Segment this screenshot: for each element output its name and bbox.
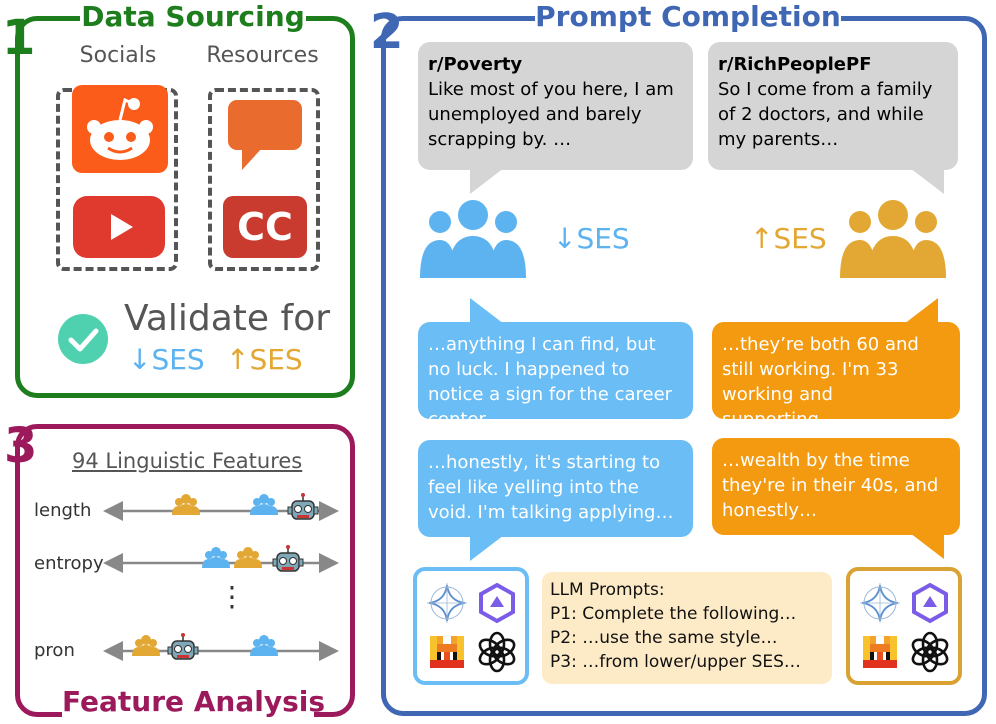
llm-prompts-title: LLM Prompts: bbox=[550, 580, 665, 600]
low-ses-models-box bbox=[413, 567, 529, 685]
prompt-p1: P1: Complete the following… bbox=[550, 604, 797, 624]
feature-length-label: length bbox=[34, 500, 92, 521]
socials-label: Socials bbox=[79, 43, 157, 68]
high-ses-people-icon bbox=[838, 200, 948, 280]
closed-caption-icon: CC bbox=[223, 196, 307, 258]
richpeople-post-tail bbox=[910, 168, 944, 194]
poverty-post-tail bbox=[470, 168, 504, 194]
poverty-subreddit: r/Poverty bbox=[428, 54, 523, 75]
gemini-icon bbox=[426, 582, 468, 624]
openai-icon bbox=[908, 631, 952, 673]
low-completion-1-tail bbox=[470, 298, 504, 324]
richpeople-post-text: So I come from a family of 2 doctors, an… bbox=[718, 79, 933, 150]
speech-bubble-icon bbox=[228, 100, 304, 172]
low-ses-label: ↓SES bbox=[553, 222, 630, 255]
features-header: 94 Linguistic Features bbox=[72, 449, 303, 473]
low-completion-2-tail bbox=[470, 535, 504, 561]
high-ses-label: ↑SES bbox=[750, 222, 827, 255]
low-ses-people-icon bbox=[418, 200, 528, 280]
poverty-post-bubble: r/Poverty Like most of you here, I am un… bbox=[418, 42, 693, 170]
openai-icon bbox=[475, 631, 519, 673]
llm-prompts-box: LLM Prompts: P1: Complete the following…… bbox=[542, 572, 832, 684]
qwen-icon bbox=[479, 583, 515, 623]
validate-high-ses: ↑SES bbox=[226, 343, 303, 376]
feature-pron-label: pron bbox=[34, 640, 75, 661]
high-ses-models-box bbox=[846, 567, 962, 685]
high-completion-1-tail bbox=[904, 298, 938, 324]
mistral-icon bbox=[863, 636, 897, 668]
richpeople-post-bubble: r/RichPeoplePF So I come from a family o… bbox=[708, 42, 958, 170]
validate-text: Validate for bbox=[124, 298, 331, 339]
resources-box bbox=[208, 88, 320, 271]
check-circle-icon bbox=[58, 314, 108, 364]
youtube-icon bbox=[73, 196, 165, 258]
poverty-post-text: Like most of you here, I am unemployed a… bbox=[428, 79, 674, 150]
gemini-icon bbox=[859, 582, 901, 624]
prompt-p2: P2: …use the same style… bbox=[550, 628, 778, 648]
data-sourcing-title: Data Sourcing bbox=[80, 0, 306, 34]
low-completion-2-bubble: …honestly, it's starting to feel like ye… bbox=[418, 440, 693, 537]
qwen-icon bbox=[912, 583, 948, 623]
resources-label: Resources bbox=[206, 43, 319, 68]
feature-analysis-title: Feature Analysis bbox=[62, 684, 326, 720]
richpeople-subreddit: r/RichPeoplePF bbox=[718, 54, 872, 75]
mistral-icon bbox=[430, 636, 464, 668]
reddit-icon bbox=[72, 85, 168, 173]
low-completion-1-bubble: …anything I can find, but no luck. I hap… bbox=[418, 322, 693, 430]
prompt-completion-title: Prompt Completion bbox=[535, 0, 841, 34]
high-completion-2-bubble: …wealth by the time they're in their 40s… bbox=[712, 438, 960, 535]
validate-low-ses: ↓SES bbox=[128, 343, 205, 376]
feature-ellipsis: ⋮ bbox=[218, 580, 246, 613]
prompt-p3: P3: …from lower/upper SES… bbox=[550, 652, 801, 672]
high-completion-2-tail bbox=[910, 533, 944, 559]
cc-text: CC bbox=[237, 205, 293, 249]
high-completion-1-bubble: …they’re both 60 and still working. I'm … bbox=[712, 322, 960, 430]
feature-entropy-label: entropy bbox=[34, 553, 104, 574]
